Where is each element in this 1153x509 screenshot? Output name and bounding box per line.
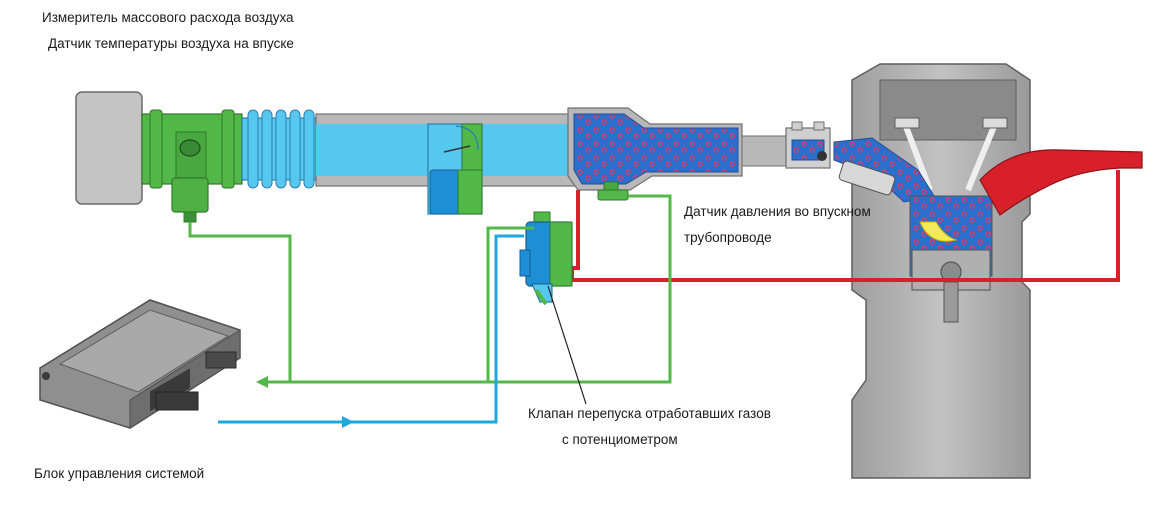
intake-hose <box>241 109 317 189</box>
ecu-label: Блок управления системой <box>34 466 205 481</box>
exhaust-manifold <box>979 149 1143 216</box>
ecu <box>39 299 241 429</box>
maf-signal-arrow <box>256 376 268 388</box>
egr-pot-signal-line <box>486 226 534 382</box>
egr-valve <box>519 211 573 306</box>
egr-control-arrow <box>342 416 354 428</box>
throttle-body <box>427 123 483 215</box>
map-sensor-label-line1: Датчик давления во впускном <box>684 204 871 219</box>
maf-sensor <box>141 109 243 223</box>
maf-sensor-label: Измеритель массового расхода воздуха <box>42 10 294 25</box>
egr-label-leader <box>547 285 587 405</box>
egr-inlet-connector <box>785 121 831 169</box>
maf-signal-line <box>188 222 292 384</box>
egr-valve-label-line2: с потенциометром <box>562 432 678 447</box>
intake-manifold <box>567 107 789 191</box>
engine-block <box>833 63 1031 479</box>
map-sensor-label-line2: трубопроводе <box>684 230 772 245</box>
egr-line-upper <box>572 190 580 270</box>
egr-valve-label-line1: Клапан перепуска отработавших газов <box>528 406 771 421</box>
egr-control-line <box>218 234 524 424</box>
air-filter-box <box>75 91 143 205</box>
map-signal-line <box>290 194 672 384</box>
intake-temp-sensor-label: Датчик температуры воздуха на впуске <box>48 36 294 51</box>
